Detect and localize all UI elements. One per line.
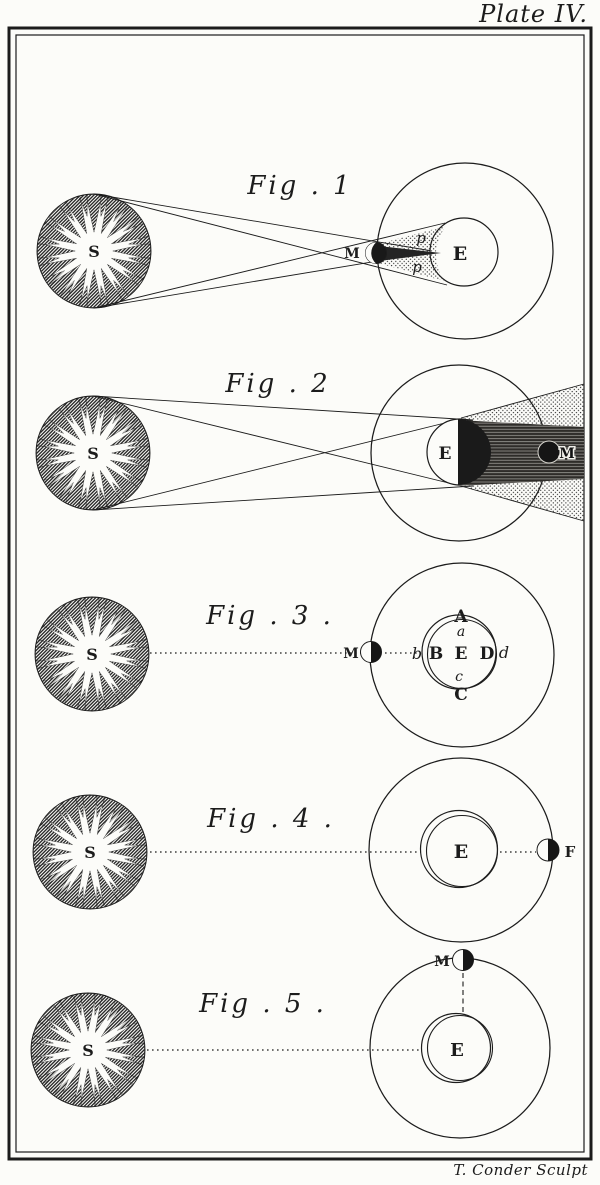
fig2-earth-night-side xyxy=(458,419,491,485)
fig5-sun: S xyxy=(30,992,146,1108)
fig5-earth xyxy=(420,1012,492,1084)
frame-outer xyxy=(7,26,593,1161)
fig3-earth-label: E xyxy=(455,644,468,664)
fig5-label: Fig . 5 . xyxy=(198,989,327,1019)
fig2-penumbra-lower xyxy=(461,479,584,521)
fig1-penumbra-bottom-label: p xyxy=(412,258,422,276)
sun-rays-icon xyxy=(36,396,150,510)
fig2-sun-label: S xyxy=(87,444,99,463)
fig2-moon xyxy=(537,440,561,464)
fig1-earth-label: E xyxy=(453,243,467,265)
fig4-earth-label: E xyxy=(454,841,468,863)
frame-inner xyxy=(15,34,585,1153)
fig1-umbra xyxy=(379,246,441,261)
sun-rays-icon xyxy=(37,194,151,308)
figure-3: Fig . 3 . M A a b B E D d c C S xyxy=(34,562,555,748)
fig3-point-d: d xyxy=(499,643,509,662)
fig2-moon-label: M xyxy=(559,446,575,462)
fig4-sun-label: S xyxy=(84,843,96,862)
fig5-moon-dark-half xyxy=(463,949,474,971)
fig1-sun-label: S xyxy=(88,242,100,261)
fig1-tangent-line xyxy=(93,222,446,309)
fig4-sun: S xyxy=(32,794,148,910)
fig1-label: Fig . 1 xyxy=(246,171,352,201)
fig3-sun: S xyxy=(34,596,150,712)
fig1-moon-lit-crescent xyxy=(365,242,376,264)
figure-5: Fig . 5 . E M S xyxy=(30,949,551,1139)
fig2-penumbra-upper xyxy=(461,384,584,427)
fig3-point-C: C xyxy=(454,685,468,705)
fig2-tangent-line xyxy=(92,418,462,511)
sun-rays-icon xyxy=(35,597,149,711)
figure-1: Fig . 1 M E p p S xyxy=(36,162,554,340)
fig3-label: Fig . 3 . xyxy=(205,601,334,631)
engraver-credit: T. Conder Sculpt xyxy=(453,1161,588,1179)
sun-rays-icon xyxy=(31,993,145,1107)
fig3-point-D: D xyxy=(480,644,495,664)
fig5-sun-label: S xyxy=(82,1041,94,1060)
fig2-penumbra-edge xyxy=(460,485,585,522)
fig4-moon-label: F xyxy=(565,843,576,861)
fig4-label: Fig . 4 . xyxy=(206,804,335,834)
fig2-tangent-line xyxy=(92,485,474,511)
plate-title: Plate IV. xyxy=(479,0,588,28)
fig2-earth-label: E xyxy=(439,444,452,464)
fig3-moon-dark-half xyxy=(371,641,382,663)
fig1-tangent-line xyxy=(93,193,448,286)
fig1-tangent-line xyxy=(93,193,439,253)
fig2-tangent-line xyxy=(92,395,462,487)
fig3-point-a: a xyxy=(457,624,465,640)
fig4-moon-dark-half xyxy=(548,839,559,861)
sun-rays-icon xyxy=(33,795,147,909)
fig1-sun: S xyxy=(36,193,152,309)
fig3-sun-label: S xyxy=(86,645,98,664)
figure-2: Fig . 2 E M S xyxy=(35,364,585,542)
fig5-earth-label: E xyxy=(450,1040,464,1061)
figure-4: Fig . 4 . E F S xyxy=(32,757,576,943)
fig2-label: Fig . 2 xyxy=(224,369,330,399)
fig2-sun: S xyxy=(35,395,151,511)
fig3-earth-inner-outline xyxy=(426,618,498,690)
fig2-penumbra-edge xyxy=(460,383,585,419)
fig3-point-c: c xyxy=(455,669,463,685)
fig2-umbra xyxy=(458,420,584,486)
fig3-moon-label: M xyxy=(343,646,359,662)
fig3-point-B: B xyxy=(429,644,443,664)
fig3-point-A: A xyxy=(453,607,468,627)
fig4-earth-inner-outline xyxy=(425,814,499,888)
fig1-penumbra-top-label: p xyxy=(416,229,426,247)
fig1-moon-label: M xyxy=(344,246,360,262)
fig5-earth-inner-outline xyxy=(426,1014,494,1082)
fig3-point-b: b xyxy=(412,644,422,663)
fig5-moon-label: M xyxy=(434,954,450,970)
fig2-tangent-line xyxy=(92,395,474,421)
